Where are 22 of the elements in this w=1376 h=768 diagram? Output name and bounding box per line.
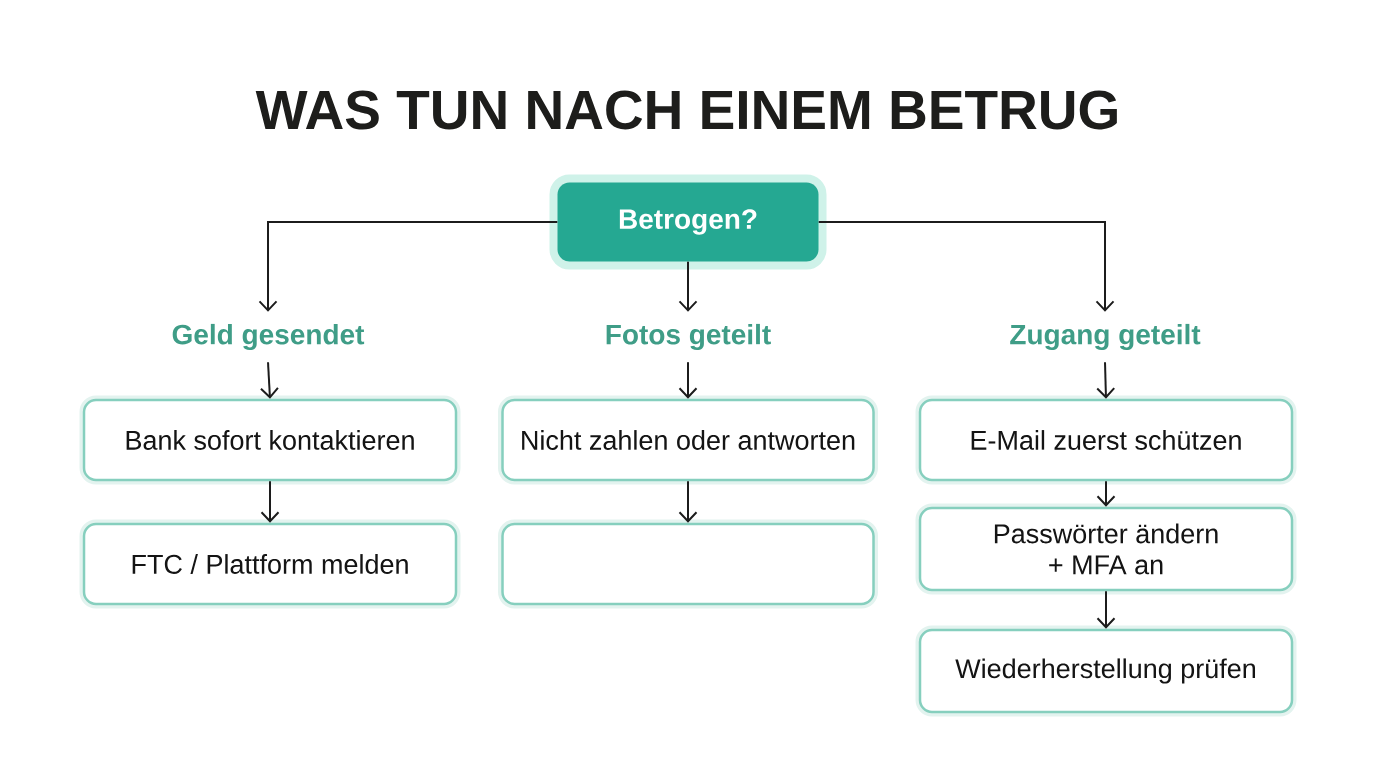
arrow [678,480,698,523]
arrow [817,221,1115,312]
step-box: Nicht zahlen oder antworten [498,395,878,485]
step-box: FTC / Plattform melden [79,519,461,609]
step-box: Bank sofort kontaktieren [79,395,461,485]
step-box [498,519,878,609]
branch-heading: Zugang geteilt [1010,323,1201,351]
arrow [1096,590,1116,629]
arrow [1096,361,1116,399]
branch-heading: Fotos geteilt [606,323,771,351]
step-box: Wiederherstellung prüfen [915,625,1297,717]
title: WAS TUN NACH EINEM BETRUG [255,90,1117,130]
start-box: Betrogen? [549,174,827,270]
arrow [258,221,559,312]
branch-heading: Geld gesendet [172,323,365,351]
arrow [260,480,280,523]
arrow [678,361,698,399]
arrow [259,361,279,399]
arrow [678,260,698,312]
step-box: E-Mail zuerst schützen [915,395,1297,485]
step-box: Passwörter ändern + MFA an [915,503,1297,595]
arrow [1096,480,1116,507]
